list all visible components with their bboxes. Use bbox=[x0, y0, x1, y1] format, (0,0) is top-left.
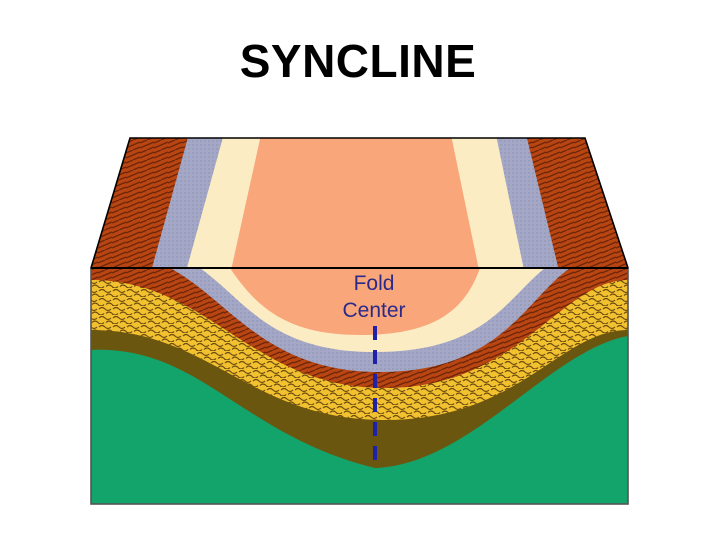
salmon-core-layer bbox=[230, 268, 480, 335]
green-basement-layer bbox=[91, 336, 628, 504]
fold-center-label-line1: Fold bbox=[354, 272, 395, 295]
top-surface bbox=[91, 138, 628, 268]
front-cross-section bbox=[91, 268, 628, 504]
top-salmon-core bbox=[230, 138, 480, 268]
fold-center-label-line2: Center bbox=[342, 299, 405, 322]
diagram-title: SYNCLINE bbox=[239, 35, 477, 87]
